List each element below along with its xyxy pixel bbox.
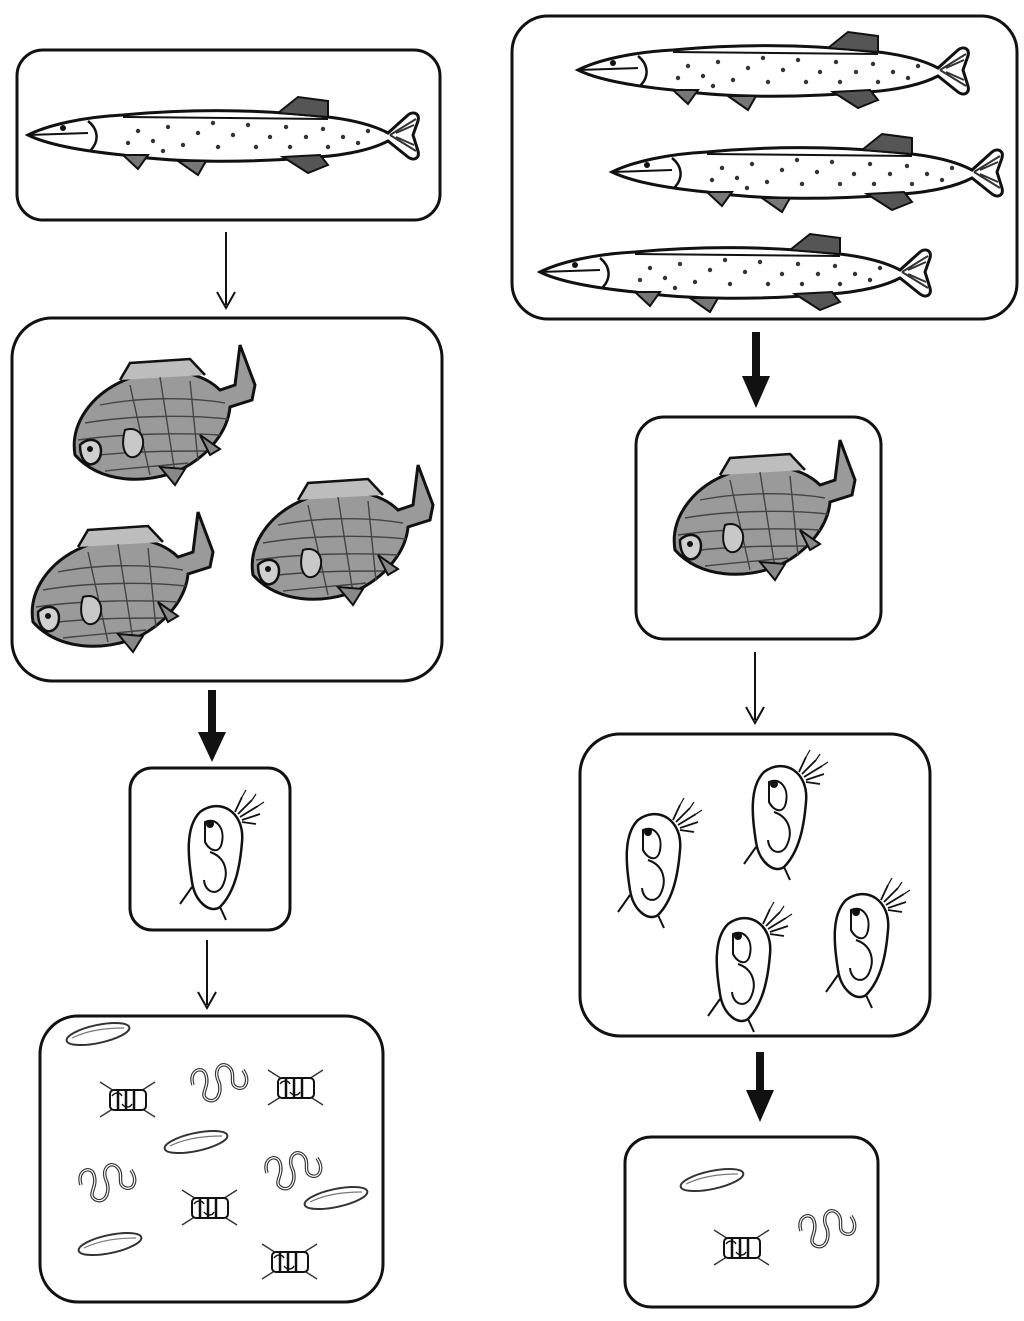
left-arrow-3 <box>197 940 217 1011</box>
right-arrow-1 <box>742 332 770 408</box>
right-arrow-2 <box>745 652 765 726</box>
left-arrow-2 <box>198 690 226 762</box>
right-chain <box>510 14 1019 1309</box>
left-arrow-1 <box>216 232 236 311</box>
left-algae-box <box>38 1014 385 1304</box>
right-arrow-3 <box>746 1052 774 1122</box>
left-chain <box>10 48 444 1304</box>
